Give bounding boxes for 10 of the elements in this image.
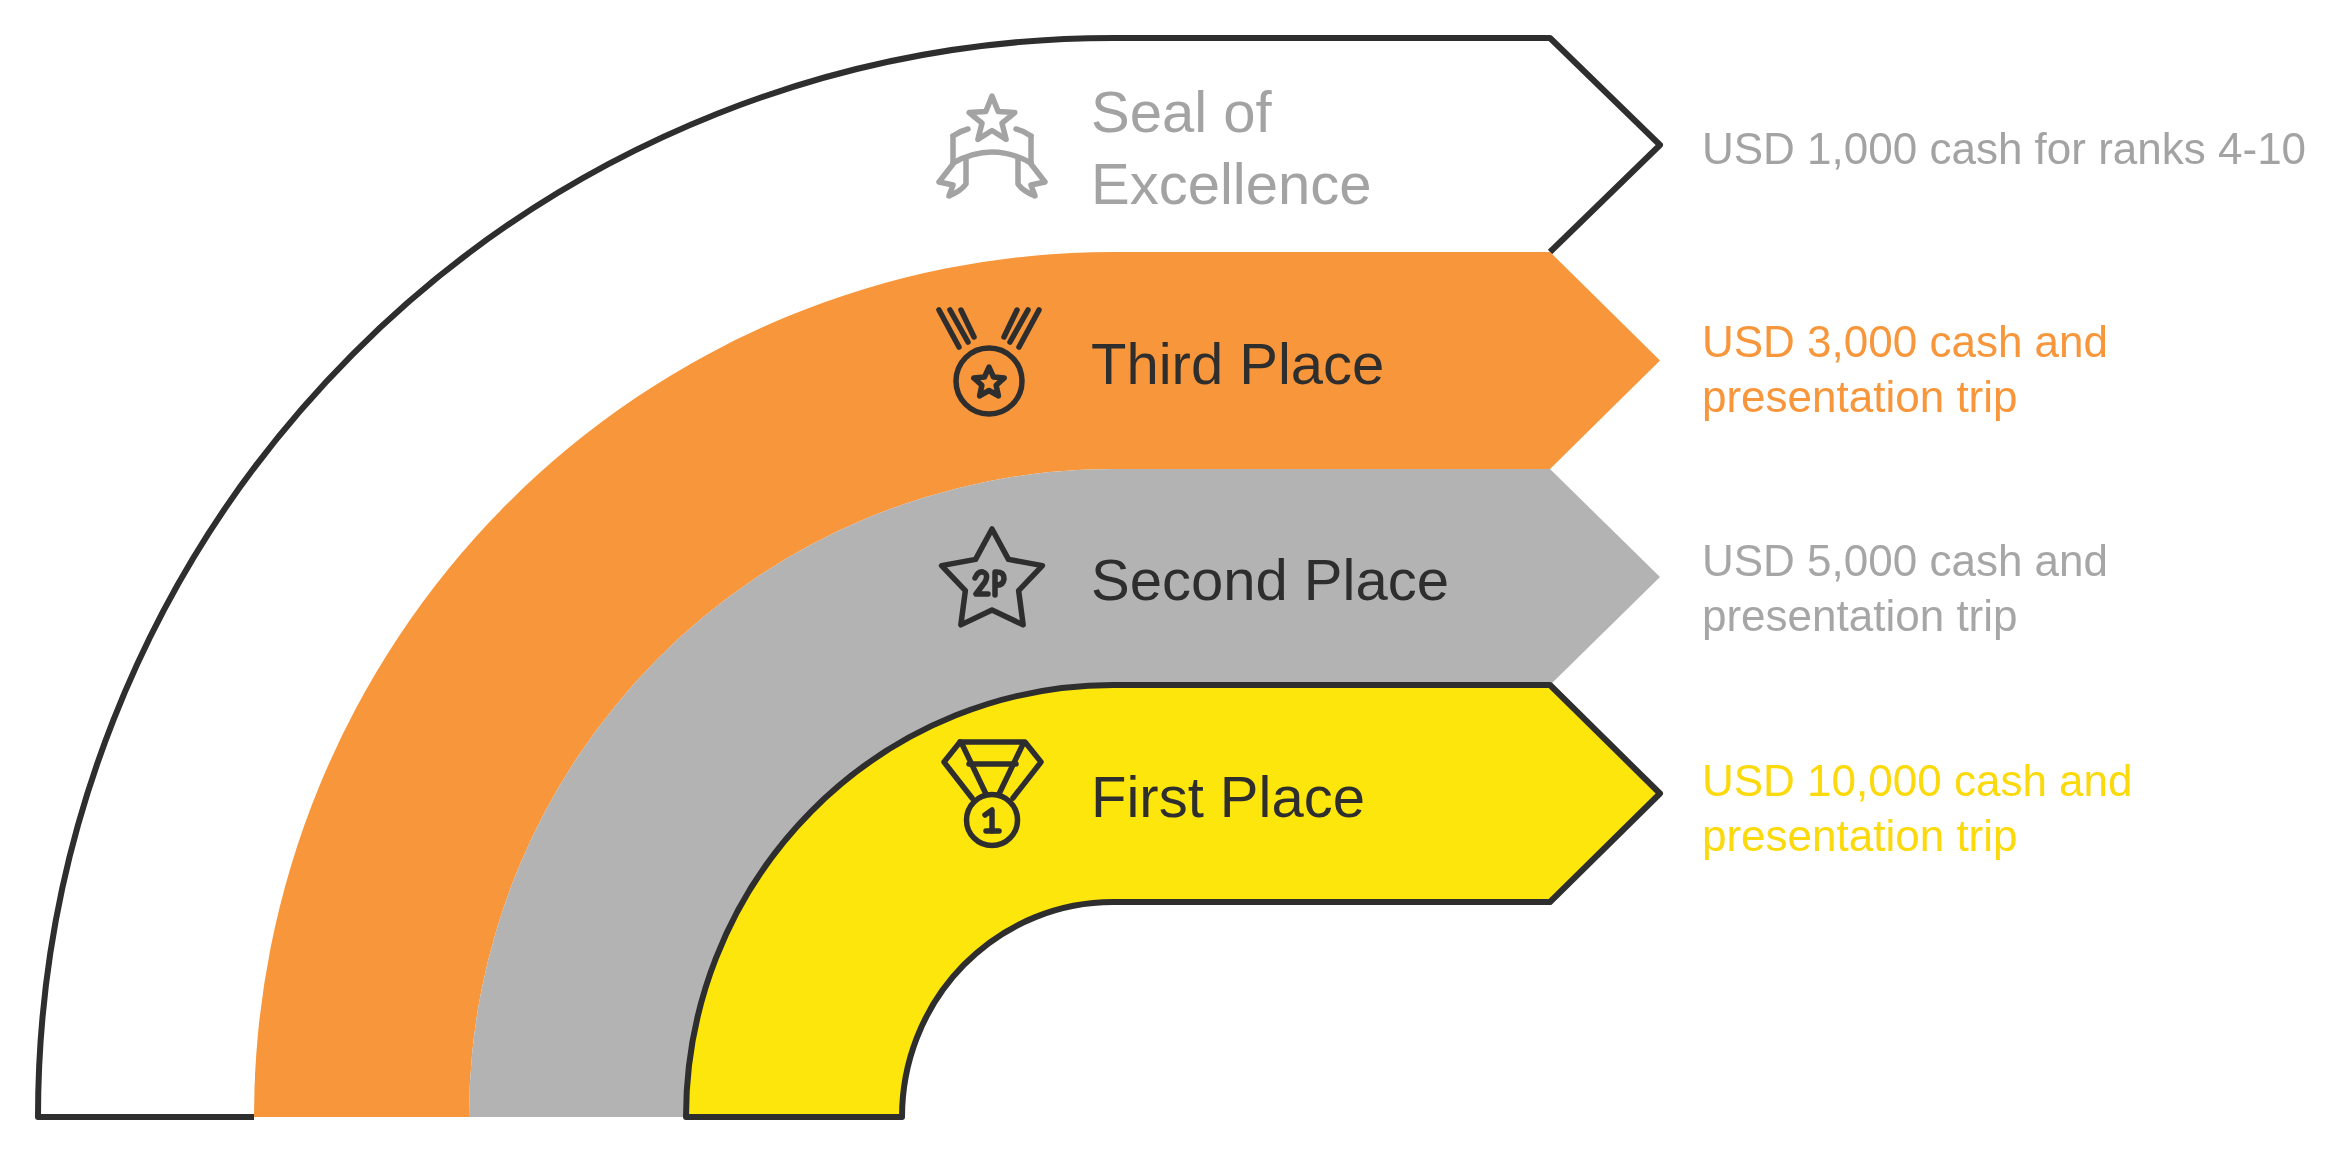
curved-arrow-band (34, 34, 1664, 1121)
award-title: Third Place (1091, 330, 1385, 398)
award-title: First Place (1091, 763, 1365, 831)
award-title: Second Place (1091, 546, 1449, 614)
prize-description: USD 10,000 cash and presentation trip (1702, 755, 2134, 862)
award-title: Seal of Excellence (1091, 78, 1373, 218)
prize-description: USD 3,000 cash and presentation trip (1702, 316, 2110, 423)
prize-description: USD 5,000 cash and presentation trip (1702, 535, 2110, 642)
curved-arrow-band (682, 681, 1664, 1121)
prize-description: USD 1,000 cash for ranks 4-10 (1702, 123, 2307, 175)
